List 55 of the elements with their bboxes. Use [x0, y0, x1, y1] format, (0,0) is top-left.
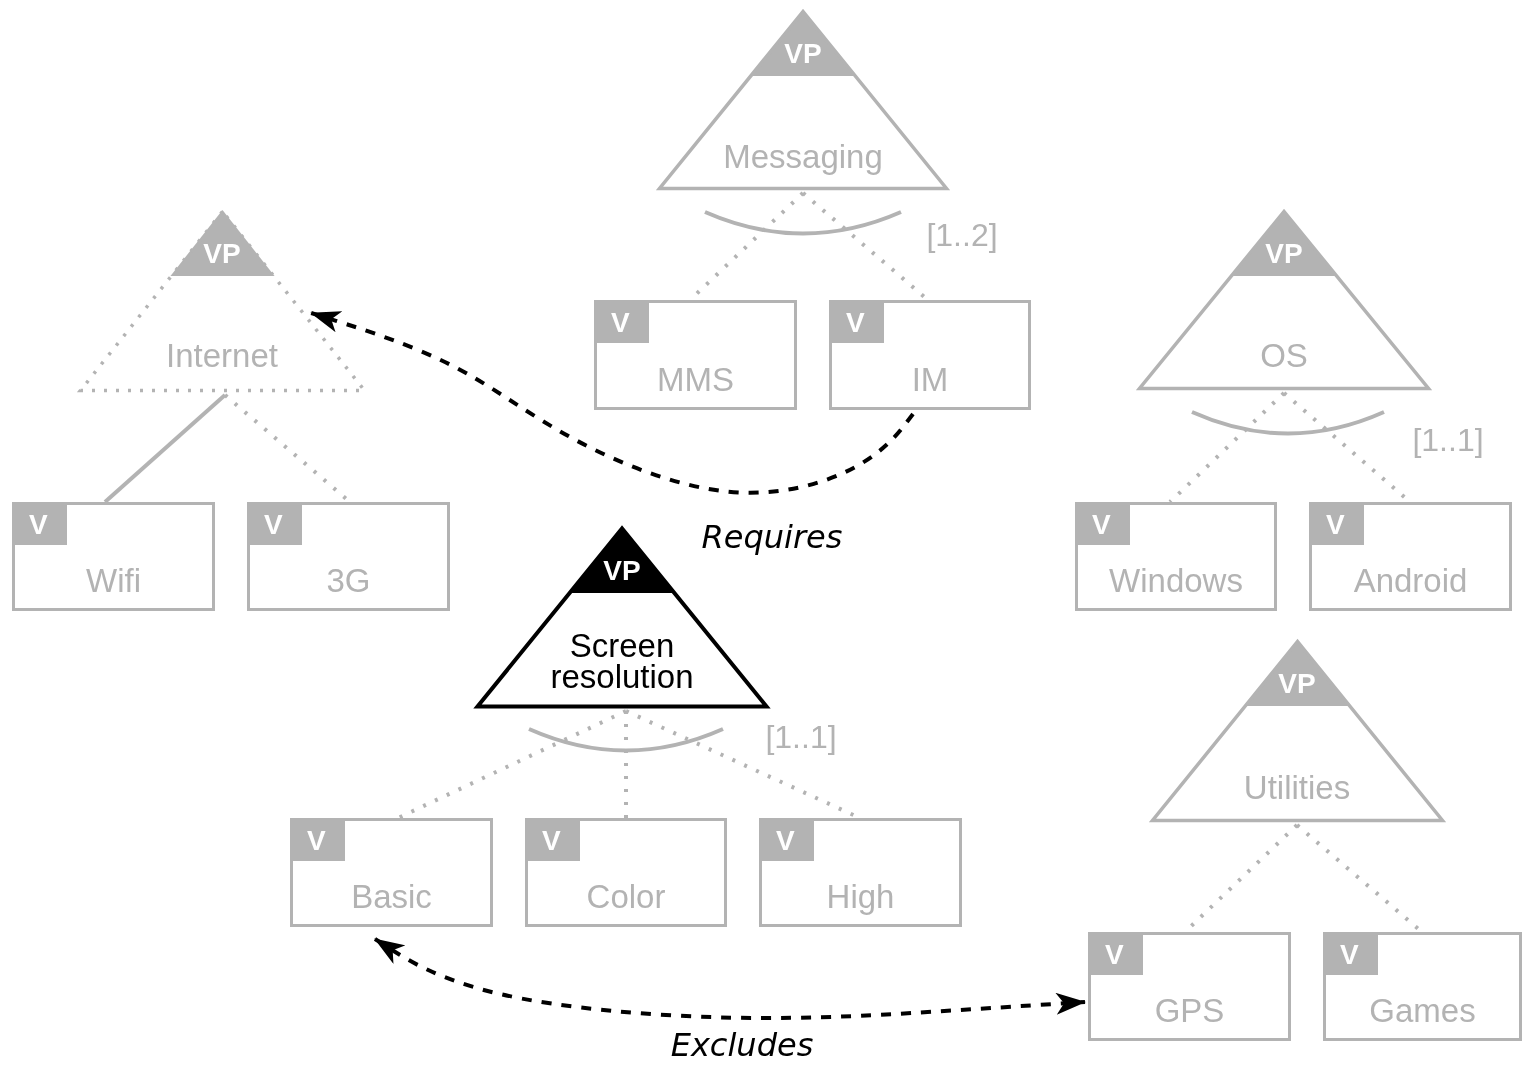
- variant-tag: V: [832, 303, 884, 343]
- vp-label: VP: [1278, 669, 1316, 698]
- variant-tag: V: [762, 821, 814, 861]
- vp-label: VP: [603, 556, 641, 585]
- variant-box: [525, 818, 727, 927]
- variant-tag: V: [1091, 935, 1143, 975]
- connector-line: [397, 709, 627, 820]
- variant-box: [829, 300, 1031, 410]
- variant-box: [1309, 502, 1512, 611]
- variation-point-triangle: [1138, 210, 1430, 390]
- variant-name: Android: [1353, 565, 1468, 597]
- variant-tag: V: [15, 505, 67, 545]
- cardinality-label: [1..1]: [1412, 421, 1484, 459]
- variation-point-triangle: [78, 210, 366, 392]
- variant-box: [1088, 932, 1291, 1041]
- variation-point-triangle: [1150, 640, 1444, 822]
- variant-tag: V: [1312, 505, 1364, 545]
- variant-tag: V: [1326, 935, 1378, 975]
- variant-name: GPS: [1154, 995, 1225, 1027]
- connector-line: [103, 393, 227, 504]
- dependency-arrow: [310, 311, 915, 495]
- variation-point-name: OS: [1260, 340, 1308, 372]
- cardinality-label: [1..2]: [926, 216, 998, 254]
- variant-tag: V: [528, 821, 580, 861]
- variant-tag: V: [1078, 505, 1130, 545]
- variant-box: [247, 502, 450, 611]
- connector-line: [1168, 391, 1286, 504]
- vp-label: VP: [1265, 239, 1303, 268]
- variant-name: IM: [911, 364, 949, 396]
- variant-box: [12, 502, 215, 611]
- variant-name: 3G: [326, 565, 371, 597]
- variant-name: High: [826, 881, 895, 913]
- variant-tag: V: [293, 821, 345, 861]
- variant-name: Windows: [1109, 565, 1243, 597]
- variant-box: [594, 300, 797, 410]
- variant-name: Games: [1369, 995, 1476, 1027]
- variation-point-triangle: [658, 10, 948, 190]
- variant-name: MMS: [657, 364, 734, 396]
- variant-tag: V: [250, 505, 302, 545]
- variation-point-name: Utilities: [1243, 772, 1351, 804]
- variant-name: Color: [586, 881, 666, 913]
- variant-box: [759, 818, 962, 927]
- variant-tag: V: [597, 303, 649, 343]
- variant-box: [1075, 502, 1277, 611]
- variation-point-name: Internet: [166, 340, 278, 372]
- variant-box: [290, 818, 493, 927]
- vp-label: VP: [203, 239, 241, 268]
- variation-point-name: Screen resolution: [549, 629, 695, 693]
- vp-label: VP: [784, 39, 822, 68]
- variant-box: [1323, 932, 1522, 1041]
- variant-name: Wifi: [86, 565, 141, 597]
- dependency-arrow: [373, 937, 1086, 1020]
- variation-point-name: Messaging: [723, 141, 883, 173]
- cardinality-label: [1..1]: [765, 718, 837, 756]
- variant-name: Basic: [351, 881, 432, 913]
